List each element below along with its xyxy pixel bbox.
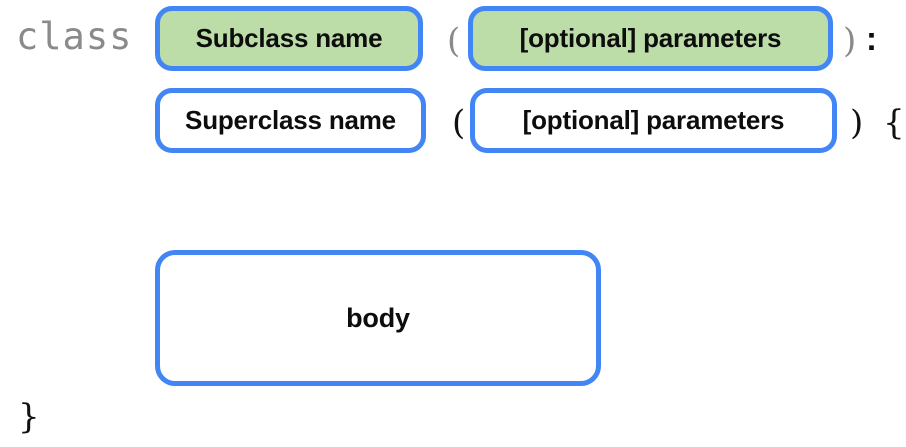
slot-body-label: body xyxy=(346,302,410,333)
paren-close-subclass: ) xyxy=(843,21,857,61)
slot-superclass-name[interactable]: Superclass name xyxy=(155,88,426,153)
slot-subclass-parameters[interactable]: [optional] parameters xyxy=(468,6,833,71)
brace-open: { xyxy=(883,103,905,143)
paren-open-superclass: ( xyxy=(452,103,466,143)
slot-subclass-parameters-label: [optional] parameters xyxy=(519,23,782,53)
keyword-class: class xyxy=(16,15,133,58)
paren-open-subclass: ( xyxy=(447,21,461,61)
slot-subclass-name-label: Subclass name xyxy=(195,23,383,53)
slot-superclass-parameters[interactable]: [optional] parameters xyxy=(470,88,837,153)
colon-terminator: : xyxy=(866,20,877,57)
brace-close: } xyxy=(18,397,40,437)
slot-superclass-parameters-label: [optional] parameters xyxy=(522,105,785,135)
slot-body[interactable]: body xyxy=(155,250,601,386)
slot-superclass-name-label: Superclass name xyxy=(185,105,396,135)
slot-subclass-name[interactable]: Subclass name xyxy=(155,6,423,71)
paren-close-superclass: ) xyxy=(850,103,864,143)
